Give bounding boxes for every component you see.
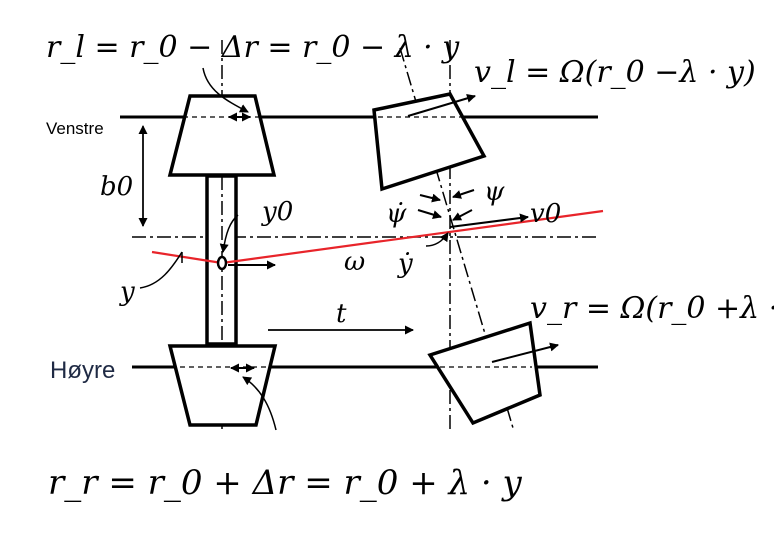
b0-label: b0 (100, 172, 133, 202)
trajectory-start (151, 250, 223, 265)
top-radius-equation: r_l = r_0 − Δr = r_0 − λ · y (46, 30, 460, 65)
trajectory-line (221, 209, 604, 265)
left-side-label: Venstre (46, 119, 104, 138)
psi-arrow-left (419, 193, 441, 203)
vr-arrow (491, 342, 559, 363)
v0-label: v0 (530, 199, 561, 229)
psi-arrow-right (452, 189, 475, 199)
vl-arrow (407, 93, 476, 117)
v0-arrow (449, 213, 529, 228)
omega-label: ω (344, 247, 365, 277)
psidot-label: ψ̇ (386, 199, 407, 229)
wheelset-center (216, 255, 228, 271)
psidot-arrow-left (417, 209, 442, 219)
right-side-label: Høyre (50, 357, 115, 384)
yawed-right-wheel (427, 320, 542, 426)
right-wheel (167, 344, 278, 427)
top-equation-leader (202, 67, 249, 113)
psidot-arrow-right (452, 209, 473, 221)
bottom-radius-equation: r_r = r_0 + Δr = r_0 + λ · y (48, 463, 522, 503)
yawed-left-wheel (372, 92, 487, 192)
ydot-leader (425, 232, 449, 247)
y0-label: y0 (261, 197, 293, 227)
y-leader (139, 251, 183, 289)
y0-arrow (219, 214, 239, 253)
left-velocity-equation: v_l = Ω(r_0 −λ · y) (474, 55, 756, 90)
t-label: t (336, 299, 347, 329)
y-label: y (119, 277, 135, 307)
left-wheel (167, 94, 277, 177)
ydot-label: ẏ (397, 249, 413, 279)
bottom-equation-leader (242, 376, 277, 431)
right-velocity-equation: v_r = Ω(r_0 +λ · y) (530, 291, 774, 326)
psi-label: ψ (484, 177, 505, 207)
